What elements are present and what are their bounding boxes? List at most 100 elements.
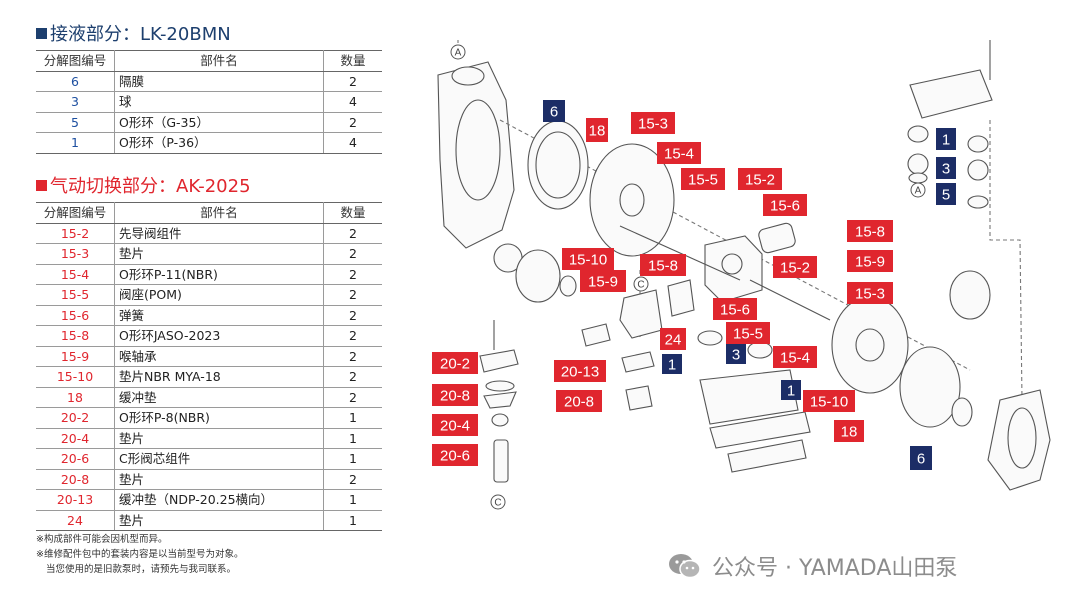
qty-cell: 1 (323, 428, 382, 449)
part-name-cell: C形阀芯组件 (114, 448, 324, 470)
watermark-text: 公众号 · YAMADA山田泵 (712, 556, 958, 581)
callout-box (773, 346, 817, 368)
qty-cell: 2 (323, 264, 382, 285)
marker-label: C (494, 498, 501, 509)
part-name-cell: O形环（G-35） (114, 112, 324, 133)
part-no-cell: 15-10 (36, 366, 115, 388)
col-header-part-no: 分解图编号 (36, 50, 115, 72)
section-title-wetted-parts: 接液部分：LK-20BMN (36, 24, 231, 46)
marker-label: A (915, 186, 922, 197)
lower-manifold (699, 369, 799, 425)
right-air-plate-hub (855, 328, 885, 362)
callout-box (834, 420, 864, 442)
callout-label: 15-9 (580, 270, 626, 292)
callout-label: 15-6 (763, 194, 807, 216)
callout-label: 24 (660, 328, 686, 350)
callout-text: 5 (942, 187, 950, 204)
qty-cell: 4 (323, 132, 382, 154)
callout-label: 15-3 (847, 282, 893, 304)
right-cover-chamber (1007, 407, 1037, 469)
pilot-gasket (667, 279, 695, 317)
qty-cell: 2 (323, 223, 382, 244)
table-header-row: 分解图编号 部件名 数量 (36, 50, 382, 72)
part-name-cell: 垫片 (114, 428, 324, 449)
callout-box (432, 444, 478, 466)
part-name-cell: 垫片 (114, 243, 324, 265)
diaphragm-right (899, 346, 961, 428)
callout-box (556, 390, 602, 412)
callout-label: 18 (834, 420, 864, 442)
callout-label: 15-2 (738, 168, 782, 190)
qty-cell: 1 (323, 510, 382, 531)
callout-label: 20-8 (432, 384, 478, 406)
part-no-cell: 15-3 (36, 243, 115, 265)
disc-right-upper (949, 270, 991, 320)
wechat-icon (669, 554, 701, 579)
pilot-seal-20-4 (491, 413, 509, 427)
callout-label: 20-6 (432, 444, 478, 466)
title-square-icon (36, 180, 47, 191)
callout-text: 15-4 (664, 146, 694, 163)
part-no-cell: 20-2 (36, 407, 115, 429)
qty-cell: 2 (323, 71, 382, 92)
diagram-drawing (437, 40, 1051, 491)
diaphragm-left-inner (535, 131, 581, 199)
callout-box (640, 254, 686, 276)
callout-box (660, 328, 686, 350)
gasket-20-13 (621, 351, 655, 373)
callout-box (738, 168, 782, 190)
callout-text: 20-8 (564, 394, 594, 411)
callout-text: 20-8 (440, 388, 470, 405)
qty-cell: 1 (323, 407, 382, 429)
callout-text: 15-10 (810, 394, 848, 411)
part-no-cell: 20-6 (36, 448, 115, 470)
spool-20-6 (493, 439, 509, 483)
callout-label: 15-3 (631, 112, 675, 134)
callout-box (543, 100, 565, 122)
callout-box (562, 248, 614, 270)
callout-label: 20-4 (432, 414, 478, 436)
callout-box (936, 183, 956, 205)
callout-box (847, 250, 893, 272)
callout-text: 15-3 (855, 286, 885, 303)
callout-label: 15-4 (773, 346, 817, 368)
footnote: ※构成部件可能会因机型而异。 (36, 534, 168, 545)
callout-label: 15-2 (773, 256, 817, 278)
part-name-cell: O形环P-11(NBR) (114, 264, 324, 285)
upper-o-ring (908, 172, 928, 184)
left-air-plate-hub (619, 183, 645, 217)
callout-text: 15-8 (855, 224, 885, 241)
part-name-cell: 先导阀组件 (114, 223, 324, 244)
callout-box (586, 118, 608, 142)
gasket-20-8-lower (625, 385, 653, 411)
callout-label: 15-4 (657, 142, 701, 164)
part-name-cell: O形环JASO-2023 (114, 325, 324, 347)
side-leader (989, 120, 1023, 401)
callout-text: 20-6 (440, 448, 470, 465)
ball-seat-lower (697, 330, 723, 346)
upper-ball-2 (967, 159, 989, 181)
part-no-cell: 15-5 (36, 284, 115, 306)
callout-label: 1 (781, 380, 801, 400)
title-square-icon (36, 28, 47, 39)
callout-label: 6 (543, 100, 565, 122)
part-no-cell: 15-4 (36, 264, 115, 285)
callout-text: 15-5 (688, 172, 718, 189)
callout-box (726, 344, 746, 364)
callout-text: 15-5 (733, 326, 763, 343)
callout-label: 15-8 (847, 220, 893, 242)
shaft-left (619, 225, 741, 281)
marker-circle: C (633, 276, 649, 292)
shaft-right (749, 279, 831, 321)
callout-text: 15-4 (780, 350, 810, 367)
callout-box (781, 380, 801, 400)
left-cover-flange (451, 66, 485, 86)
callout-box (773, 256, 817, 278)
